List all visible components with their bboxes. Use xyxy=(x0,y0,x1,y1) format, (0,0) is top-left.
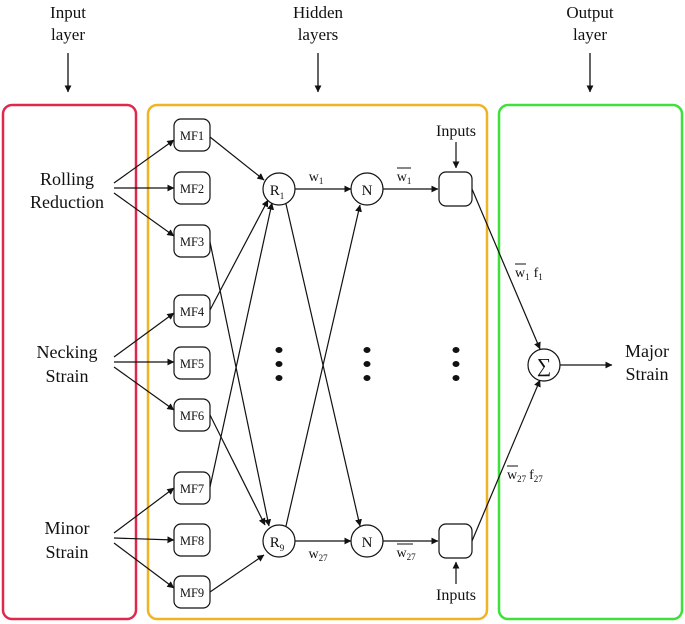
consequent-to-sum-bottom xyxy=(471,379,541,542)
sum-symbol: ∑ xyxy=(537,355,551,377)
svg-text:MF7: MF7 xyxy=(180,482,204,496)
consequent-box-top xyxy=(438,171,473,207)
weight-w1-label: w1 xyxy=(309,170,324,186)
input-necking-line2: Strain xyxy=(46,366,89,386)
ellipsis-dot xyxy=(275,361,283,367)
sum-node: ∑ xyxy=(527,348,561,382)
rule-node-r9: R9 xyxy=(262,524,296,558)
svg-text:R1: R1 xyxy=(270,183,285,201)
mf-box-4: MF4 xyxy=(173,294,211,328)
output-label-line1: Major xyxy=(625,341,669,361)
svg-text:MF3: MF3 xyxy=(180,235,204,249)
input-rolling-line2: Reduction xyxy=(30,192,104,212)
input-minor-line1: Minor xyxy=(45,518,90,538)
hidden-header-line2: layers xyxy=(298,25,339,44)
mf-box-1: MF1 xyxy=(173,118,211,152)
input-to-mf-arrows xyxy=(113,139,175,589)
mf-box-7: MF7 xyxy=(173,471,211,505)
svg-text:R9: R9 xyxy=(270,535,285,553)
svg-text:MF1: MF1 xyxy=(180,129,204,143)
rule-node-r1: R1 xyxy=(262,172,296,206)
svg-text:w1: w1 xyxy=(397,170,412,186)
mf-box-8: MF8 xyxy=(173,523,211,557)
ellipsis-dots xyxy=(275,347,460,381)
svg-text:MF6: MF6 xyxy=(180,409,204,423)
output-label-line2: Strain xyxy=(626,364,669,384)
output-header-line1: Output xyxy=(566,3,614,22)
input-minor-line2: Strain xyxy=(46,542,89,562)
output-header-line2: layer xyxy=(573,25,607,44)
svg-text:MF5: MF5 xyxy=(180,357,204,371)
norm-node-bottom: N xyxy=(350,524,384,558)
mf-to-rule-arrows xyxy=(209,136,275,593)
ellipsis-dot xyxy=(363,347,371,353)
ellipsis-dot xyxy=(275,347,283,353)
weight-wbar1-label: w1 xyxy=(397,167,412,186)
output-layer-box xyxy=(497,103,684,621)
svg-text:MF9: MF9 xyxy=(180,586,204,600)
consequent-to-sum-top xyxy=(471,188,541,350)
input-rolling-line1: Rolling xyxy=(40,169,94,189)
ellipsis-dot xyxy=(452,347,460,353)
input-header-line1: Input xyxy=(50,3,86,22)
weight-w27-label: w27 xyxy=(308,547,328,563)
svg-text:MF2: MF2 xyxy=(180,182,204,196)
inputs-label-bottom: Inputs xyxy=(436,587,476,604)
consequent-box-bottom xyxy=(438,523,473,559)
mf-box-5: MF5 xyxy=(173,346,211,380)
svg-text:MF8: MF8 xyxy=(180,534,204,548)
svg-text:MF4: MF4 xyxy=(180,305,205,319)
inputs-label-top: Inputs xyxy=(436,123,476,140)
ellipsis-dot xyxy=(452,375,460,381)
svg-text:N: N xyxy=(362,183,373,199)
hidden-header-line1: Hidden xyxy=(293,3,344,22)
ellipsis-dot xyxy=(275,375,283,381)
ellipsis-dot xyxy=(363,361,371,367)
input-header-line2: layer xyxy=(51,25,85,44)
mf-box-6: MF6 xyxy=(173,398,211,432)
weight-wbar27-label: w27 xyxy=(396,543,416,562)
mf-box-9: MF9 xyxy=(173,575,211,609)
svg-text:N: N xyxy=(362,535,373,551)
norm-node-top: N xyxy=(350,172,384,206)
ellipsis-dot xyxy=(452,361,460,367)
rule-to-norm-arrows xyxy=(285,185,362,545)
mf-box-2: MF2 xyxy=(173,171,211,205)
mf-box-3: MF3 xyxy=(173,224,211,258)
svg-text:w27: w27 xyxy=(396,546,416,562)
ellipsis-dot xyxy=(363,375,371,381)
input-necking-line1: Necking xyxy=(37,342,98,362)
